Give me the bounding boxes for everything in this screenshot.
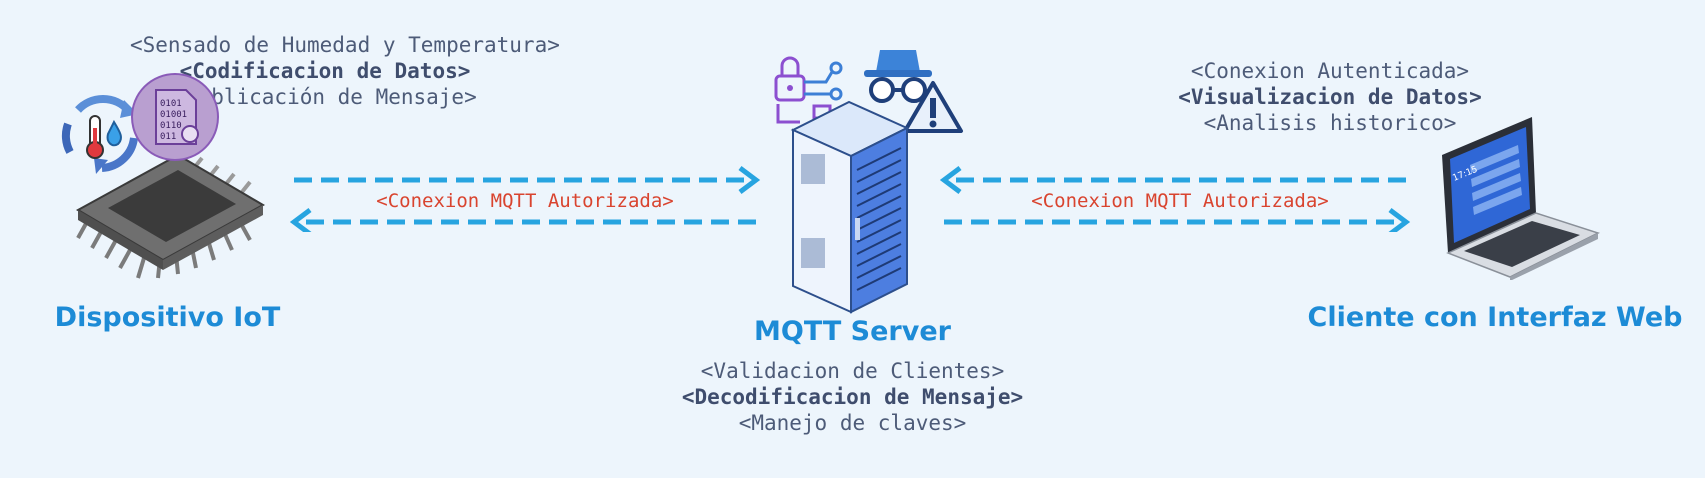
device-note-1: <Sensado de Humedad y Temperatura> <box>130 33 560 57</box>
client-title: Cliente con Interfaz Web <box>1307 302 1683 333</box>
svg-text:0101: 0101 <box>160 99 182 109</box>
sensor-cycle-icon <box>58 88 148 178</box>
warning-icon <box>902 80 964 134</box>
svg-text:011: 011 <box>160 132 176 142</box>
device-title: Dispositivo IoT <box>54 302 281 333</box>
server-note-2: <Decodificacion de Mensaje> <box>681 385 1024 409</box>
client-note-3: <Analisis historico> <box>1203 111 1457 135</box>
svg-text:0110: 0110 <box>160 121 182 131</box>
server-title: MQTT Server <box>754 316 951 347</box>
svg-text:01001: 01001 <box>160 110 187 120</box>
client-note-1: <Conexion Autenticada> <box>1190 59 1470 83</box>
server-note-3: <Manejo de claves> <box>738 411 967 435</box>
right-arrows <box>940 162 1416 232</box>
laptop-icon: 17:15 <box>1440 115 1600 280</box>
device-note-3: <Publicación de Mensaje> <box>173 85 477 109</box>
spy-icon <box>862 44 934 106</box>
binary-file-icon: 0101 01001 0110 011 <box>130 72 220 162</box>
left-arrows <box>290 162 766 232</box>
client-note-2: <Visualizacion de Datos> <box>1178 85 1482 109</box>
server-note-1: <Validacion de Clientes> <box>700 359 1005 383</box>
device-note-2: <Codificacion de Datos> <box>179 59 471 83</box>
right-connection-label: <Conexion MQTT Autorizada> <box>1031 190 1329 212</box>
left-connection-label: <Conexion MQTT Autorizada> <box>376 190 674 212</box>
chip-icon <box>68 140 268 290</box>
server-rack-icon <box>785 100 915 315</box>
device-notes: <Sensado de Humedad y Temperatura> <Codi… <box>130 32 560 110</box>
server-notes: <Validacion de Clientes> <Decodificacion… <box>640 358 1065 436</box>
client-notes: <Conexion Autenticada> <Visualizacion de… <box>1150 58 1510 136</box>
